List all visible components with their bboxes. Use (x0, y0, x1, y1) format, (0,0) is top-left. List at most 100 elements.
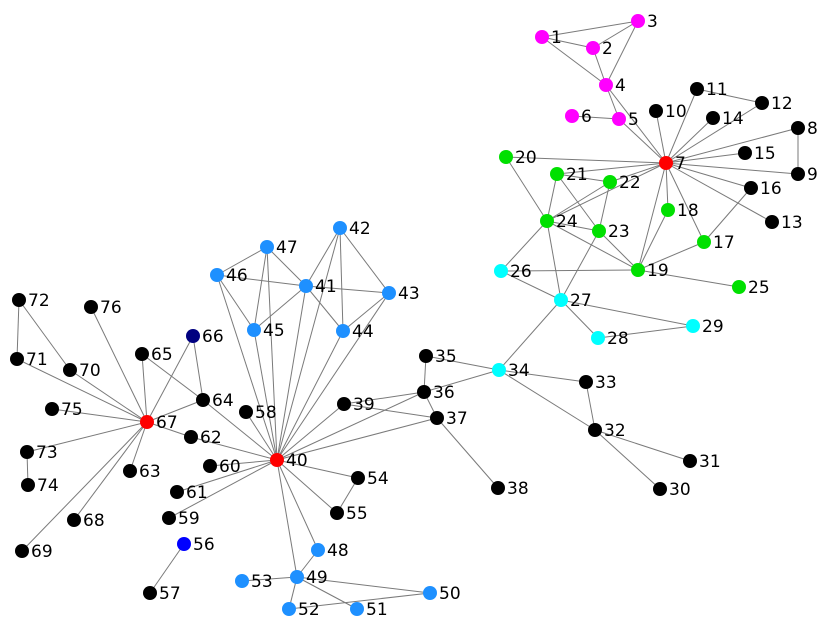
graph-node-9[interactable]: 9 (791, 165, 818, 185)
node-dot-67[interactable] (140, 415, 154, 429)
graph-node-5[interactable]: 5 (612, 110, 639, 130)
node-dot-71[interactable] (10, 352, 24, 366)
node-dot-20[interactable] (499, 150, 513, 164)
node-dot-26[interactable] (494, 264, 508, 278)
node-dot-75[interactable] (45, 402, 59, 416)
node-dot-68[interactable] (67, 513, 81, 527)
node-dot-18[interactable] (661, 203, 675, 217)
graph-node-51[interactable]: 51 (350, 600, 388, 620)
node-dot-45[interactable] (247, 323, 261, 337)
graph-node-33[interactable]: 33 (579, 373, 617, 393)
node-dot-39[interactable] (337, 397, 351, 411)
node-dot-27[interactable] (554, 293, 568, 307)
graph-node-61[interactable]: 61 (170, 483, 208, 503)
graph-node-46[interactable]: 46 (210, 266, 248, 286)
node-dot-59[interactable] (162, 511, 176, 525)
node-dot-32[interactable] (588, 423, 602, 437)
node-dot-24[interactable] (540, 214, 554, 228)
graph-node-31[interactable]: 31 (683, 452, 721, 472)
graph-node-58[interactable]: 58 (239, 403, 277, 423)
graph-node-12[interactable]: 12 (755, 94, 793, 114)
graph-node-75[interactable]: 75 (45, 400, 83, 420)
graph-node-72[interactable]: 72 (12, 291, 50, 311)
graph-node-21[interactable]: 21 (550, 165, 588, 185)
graph-node-59[interactable]: 59 (162, 509, 200, 529)
graph-node-28[interactable]: 28 (591, 329, 629, 349)
graph-node-40[interactable]: 40 (270, 451, 308, 471)
node-dot-23[interactable] (592, 224, 606, 238)
graph-node-25[interactable]: 25 (732, 278, 770, 298)
node-dot-30[interactable] (653, 482, 667, 496)
node-dot-48[interactable] (311, 543, 325, 557)
node-dot-62[interactable] (184, 430, 198, 444)
node-dot-38[interactable] (491, 481, 505, 495)
node-dot-12[interactable] (755, 96, 769, 110)
node-dot-58[interactable] (239, 405, 253, 419)
node-dot-15[interactable] (738, 146, 752, 160)
node-dot-22[interactable] (603, 175, 617, 189)
graph-node-4[interactable]: 4 (599, 76, 626, 96)
node-dot-33[interactable] (579, 375, 593, 389)
graph-node-39[interactable]: 39 (337, 395, 375, 415)
graph-node-49[interactable]: 49 (290, 568, 328, 588)
graph-node-37[interactable]: 37 (430, 409, 468, 429)
node-dot-4[interactable] (599, 78, 613, 92)
graph-node-19[interactable]: 19 (631, 261, 669, 281)
graph-node-10[interactable]: 10 (649, 102, 687, 122)
graph-node-71[interactable]: 71 (10, 350, 48, 370)
node-dot-50[interactable] (423, 586, 437, 600)
graph-node-44[interactable]: 44 (336, 322, 374, 342)
node-dot-10[interactable] (649, 104, 663, 118)
graph-node-69[interactable]: 69 (15, 542, 53, 562)
graph-node-76[interactable]: 76 (84, 298, 122, 318)
node-dot-31[interactable] (683, 454, 697, 468)
graph-node-35[interactable]: 35 (419, 347, 457, 367)
graph-node-67[interactable]: 67 (140, 413, 178, 433)
graph-node-32[interactable]: 32 (588, 421, 626, 441)
node-dot-60[interactable] (203, 459, 217, 473)
node-dot-21[interactable] (550, 167, 564, 181)
graph-node-8[interactable]: 8 (791, 119, 818, 139)
node-dot-37[interactable] (430, 411, 444, 425)
node-dot-54[interactable] (351, 471, 365, 485)
node-dot-11[interactable] (690, 82, 704, 96)
node-dot-64[interactable] (196, 393, 210, 407)
graph-node-20[interactable]: 20 (499, 148, 537, 168)
node-dot-52[interactable] (282, 602, 296, 616)
graph-node-7[interactable]: 7 (659, 154, 686, 174)
graph-node-13[interactable]: 13 (765, 213, 803, 233)
node-dot-43[interactable] (382, 286, 396, 300)
node-dot-40[interactable] (270, 453, 284, 467)
node-dot-6[interactable] (565, 109, 579, 123)
node-dot-61[interactable] (170, 485, 184, 499)
node-dot-5[interactable] (612, 112, 626, 126)
graph-node-26[interactable]: 26 (494, 262, 532, 282)
graph-node-54[interactable]: 54 (351, 469, 389, 489)
graph-node-3[interactable]: 3 (631, 12, 658, 32)
graph-node-64[interactable]: 64 (196, 391, 234, 411)
node-dot-17[interactable] (697, 235, 711, 249)
graph-node-36[interactable]: 36 (417, 383, 455, 403)
node-dot-19[interactable] (631, 263, 645, 277)
graph-node-52[interactable]: 52 (282, 600, 320, 620)
node-dot-16[interactable] (744, 181, 758, 195)
graph-node-47[interactable]: 47 (260, 238, 298, 258)
node-dot-65[interactable] (135, 347, 149, 361)
graph-node-17[interactable]: 17 (697, 233, 735, 253)
node-dot-49[interactable] (290, 570, 304, 584)
node-dot-56[interactable] (177, 537, 191, 551)
node-dot-46[interactable] (210, 268, 224, 282)
graph-node-22[interactable]: 22 (603, 173, 641, 193)
node-dot-66[interactable] (186, 329, 200, 343)
node-dot-9[interactable] (791, 167, 805, 181)
graph-node-70[interactable]: 70 (63, 361, 101, 381)
node-dot-28[interactable] (591, 331, 605, 345)
graph-node-41[interactable]: 41 (299, 277, 337, 297)
graph-node-14[interactable]: 14 (706, 109, 744, 129)
node-dot-1[interactable] (535, 30, 549, 44)
graph-node-1[interactable]: 1 (535, 28, 562, 48)
graph-node-62[interactable]: 62 (184, 428, 222, 448)
graph-node-27[interactable]: 27 (554, 291, 592, 311)
node-dot-34[interactable] (492, 363, 506, 377)
graph-node-55[interactable]: 55 (330, 504, 368, 524)
